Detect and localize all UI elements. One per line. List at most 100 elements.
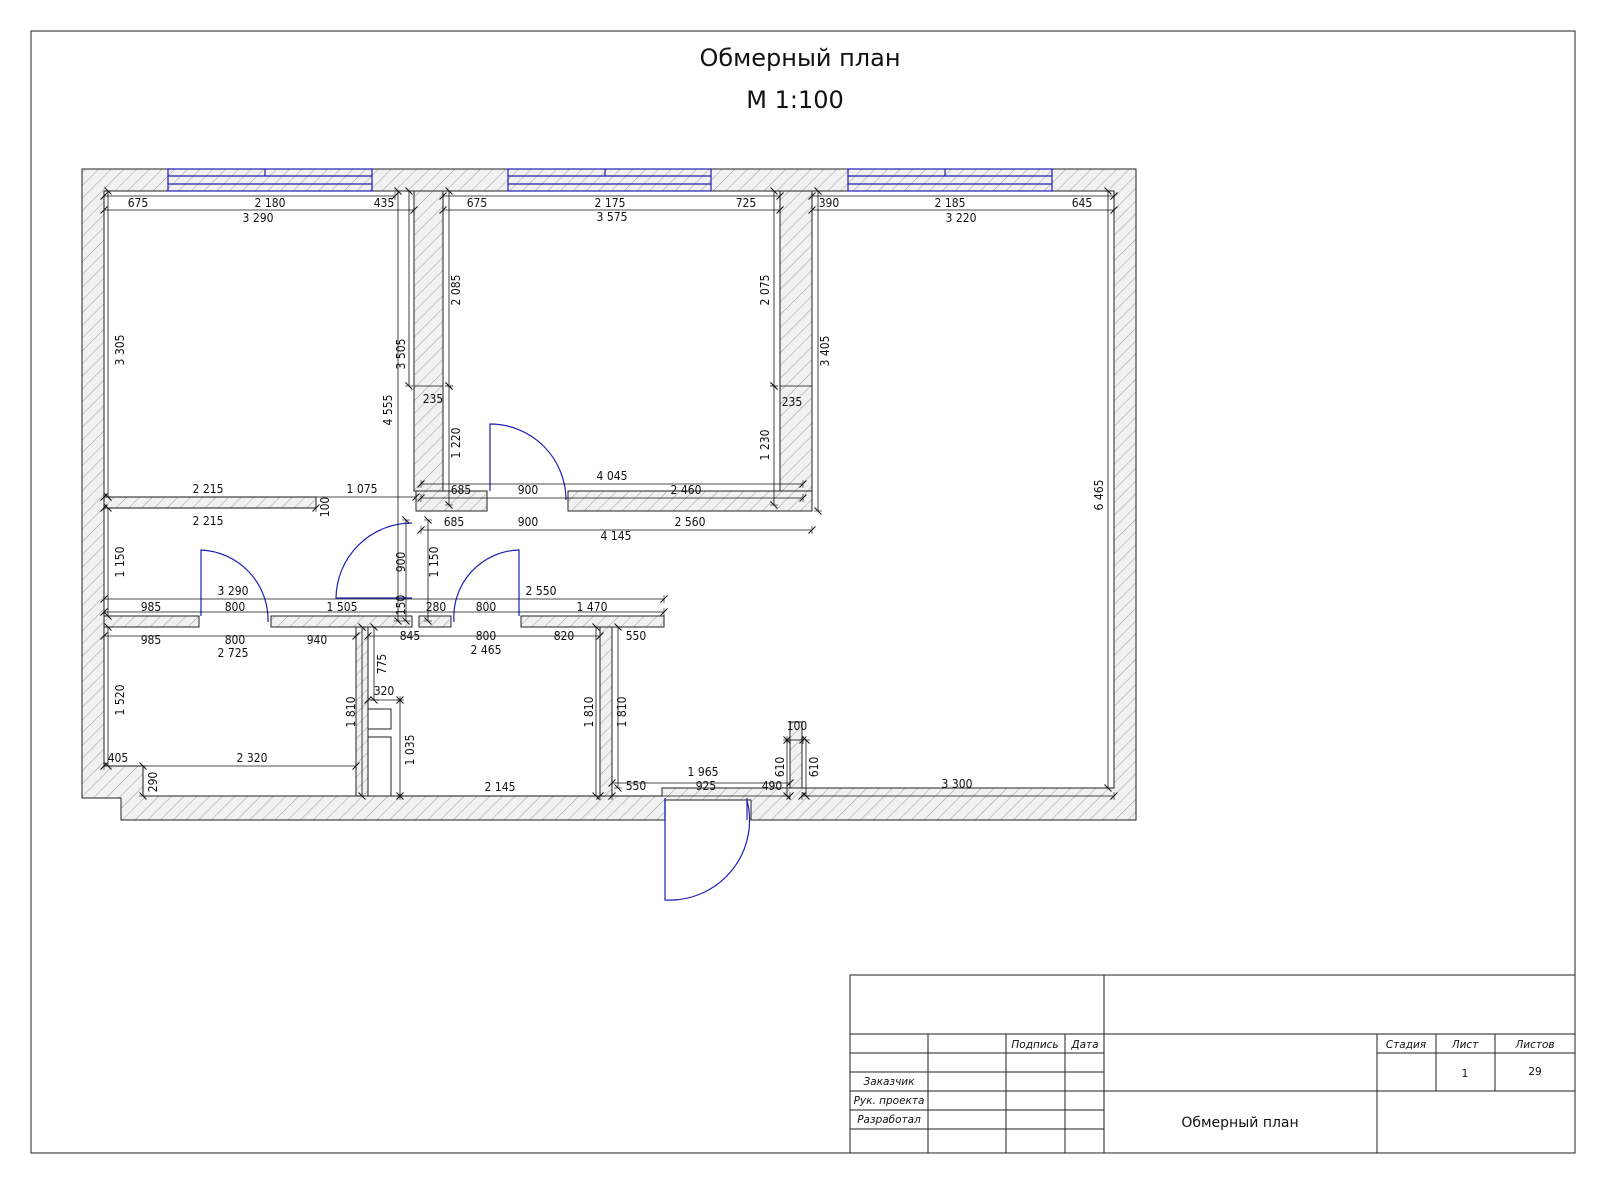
dim-label: 675 [467,196,488,210]
dim-label: 2 180 [255,196,286,210]
dim-label: 3 290 [243,211,274,225]
dim-label: 2 725 [218,646,249,660]
dim-label: 900 [394,552,408,573]
window-r1 [167,168,373,192]
dim-label: 3 305 [113,335,127,366]
stamp-sheets-count: 29 [1528,1066,1541,1078]
stamp-sheet-number: 1 [1462,1068,1469,1080]
dim-label: 800 [476,629,497,643]
dim-label: 2 320 [237,751,268,765]
dim-label: 100 [318,497,332,518]
dim-label: 800 [225,600,246,614]
walls [81,168,1137,821]
dim-label: 1 150 [113,546,127,577]
dim-label: 235 [423,392,444,406]
dim-label: 925 [696,779,717,793]
dim-label: 3 405 [818,336,832,367]
dim-label: 2 185 [935,196,966,210]
window-r2 [507,168,712,192]
dim-label: 820 [554,629,575,643]
stamp-col-sheets: Листов [1514,1039,1554,1051]
stamp-row-pm: Рук. проекта [854,1095,925,1107]
stamp-row-customer: Заказчик [864,1076,916,1088]
dim-label: 1 035 [403,735,417,766]
dimension-lines [100,187,1118,800]
dim-label: 4 145 [601,529,632,543]
partition-r1-r2 [413,190,444,492]
dim-label: 645 [1072,196,1093,210]
dim-label: 2 145 [485,780,516,794]
stamp-col-date: Дата [1070,1039,1098,1051]
dim-label: 4 045 [597,469,628,483]
dim-label: 2 075 [758,275,772,306]
dim-label: 1 965 [688,765,719,779]
dim-label: 985 [141,600,162,614]
dim-label: 2 550 [526,584,557,598]
partition-hall-right [418,615,452,628]
dim-label: 2 460 [671,483,702,497]
dim-label: 1 075 [347,482,378,496]
dim-label: 1 470 [577,600,608,614]
dim-label: 775 [375,654,389,675]
dim-label: 405 [108,751,129,765]
dim-label: 435 [374,196,395,210]
dim-label: 940 [307,633,328,647]
dim-label: 1 505 [327,600,358,614]
partition-hall-left [103,615,200,628]
dim-label: 490 [762,779,783,793]
dim-label: 100 [787,719,808,733]
dim-label: 900 [518,515,539,529]
dim-label: 280 [426,600,447,614]
partition-hall-mid [270,615,413,628]
dim-label: 2 465 [471,643,502,657]
dim-label: 985 [141,633,162,647]
stamp-drawing-name: Обмерный план [1181,1115,1298,1131]
shaft-box-2 [367,736,392,797]
dim-label: 685 [451,483,472,497]
stamp-col-sign: Подпись [1011,1039,1058,1051]
dim-label: 610 [807,757,821,778]
dim-label: 1 150 [427,546,441,577]
stamp-col-stage: Стадия [1386,1039,1426,1051]
door-hall-right [453,549,520,623]
title-block: Подпись Дата Заказчик Рук. проекта Разра… [849,974,1576,1154]
dim-label: 2 215 [193,514,224,528]
dim-label: 3 505 [394,339,408,370]
dim-label: 3 575 [597,210,628,224]
dim-label: 675 [128,196,149,210]
dim-label: 4 555 [381,395,395,426]
dim-label: 2 085 [449,275,463,306]
dim-label: 800 [476,600,497,614]
stamp-row-dev: Разработал [857,1114,921,1126]
dim-label: 150 [394,595,408,616]
partition-r1-bottom [103,496,317,509]
dim-label: 845 [400,629,421,643]
dim-label: 2 560 [675,515,706,529]
dim-label: 550 [626,629,647,643]
dim-label: 610 [773,757,787,778]
dim-label: 900 [518,483,539,497]
dim-label: 800 [225,633,246,647]
window-r3 [847,168,1053,192]
dim-label: 6 465 [1092,480,1106,511]
shaft-box-1 [367,708,392,730]
dim-label: 685 [444,515,465,529]
dim-label: 1 220 [449,427,463,458]
dim-label: 1 520 [113,684,127,715]
plan-title: Обмерный план [699,44,900,72]
dimension-labels: 675 2 180 435 3 290 675 2 175 725 3 575 … [108,196,1106,794]
door-hall-left [200,549,269,623]
stamp-col-sheet: Лист [1451,1039,1479,1051]
partition-hall-far [520,615,665,628]
door-entrance [664,798,751,901]
dim-label: 550 [626,779,647,793]
dim-label: 3 300 [942,777,973,791]
dim-label: 725 [736,196,757,210]
dim-label: 390 [819,196,840,210]
dim-label: 2 215 [193,482,224,496]
sheet-frame [30,30,1576,1154]
dim-label: 1 810 [615,696,629,727]
dim-label: 320 [374,684,395,698]
dim-label: 235 [782,395,803,409]
